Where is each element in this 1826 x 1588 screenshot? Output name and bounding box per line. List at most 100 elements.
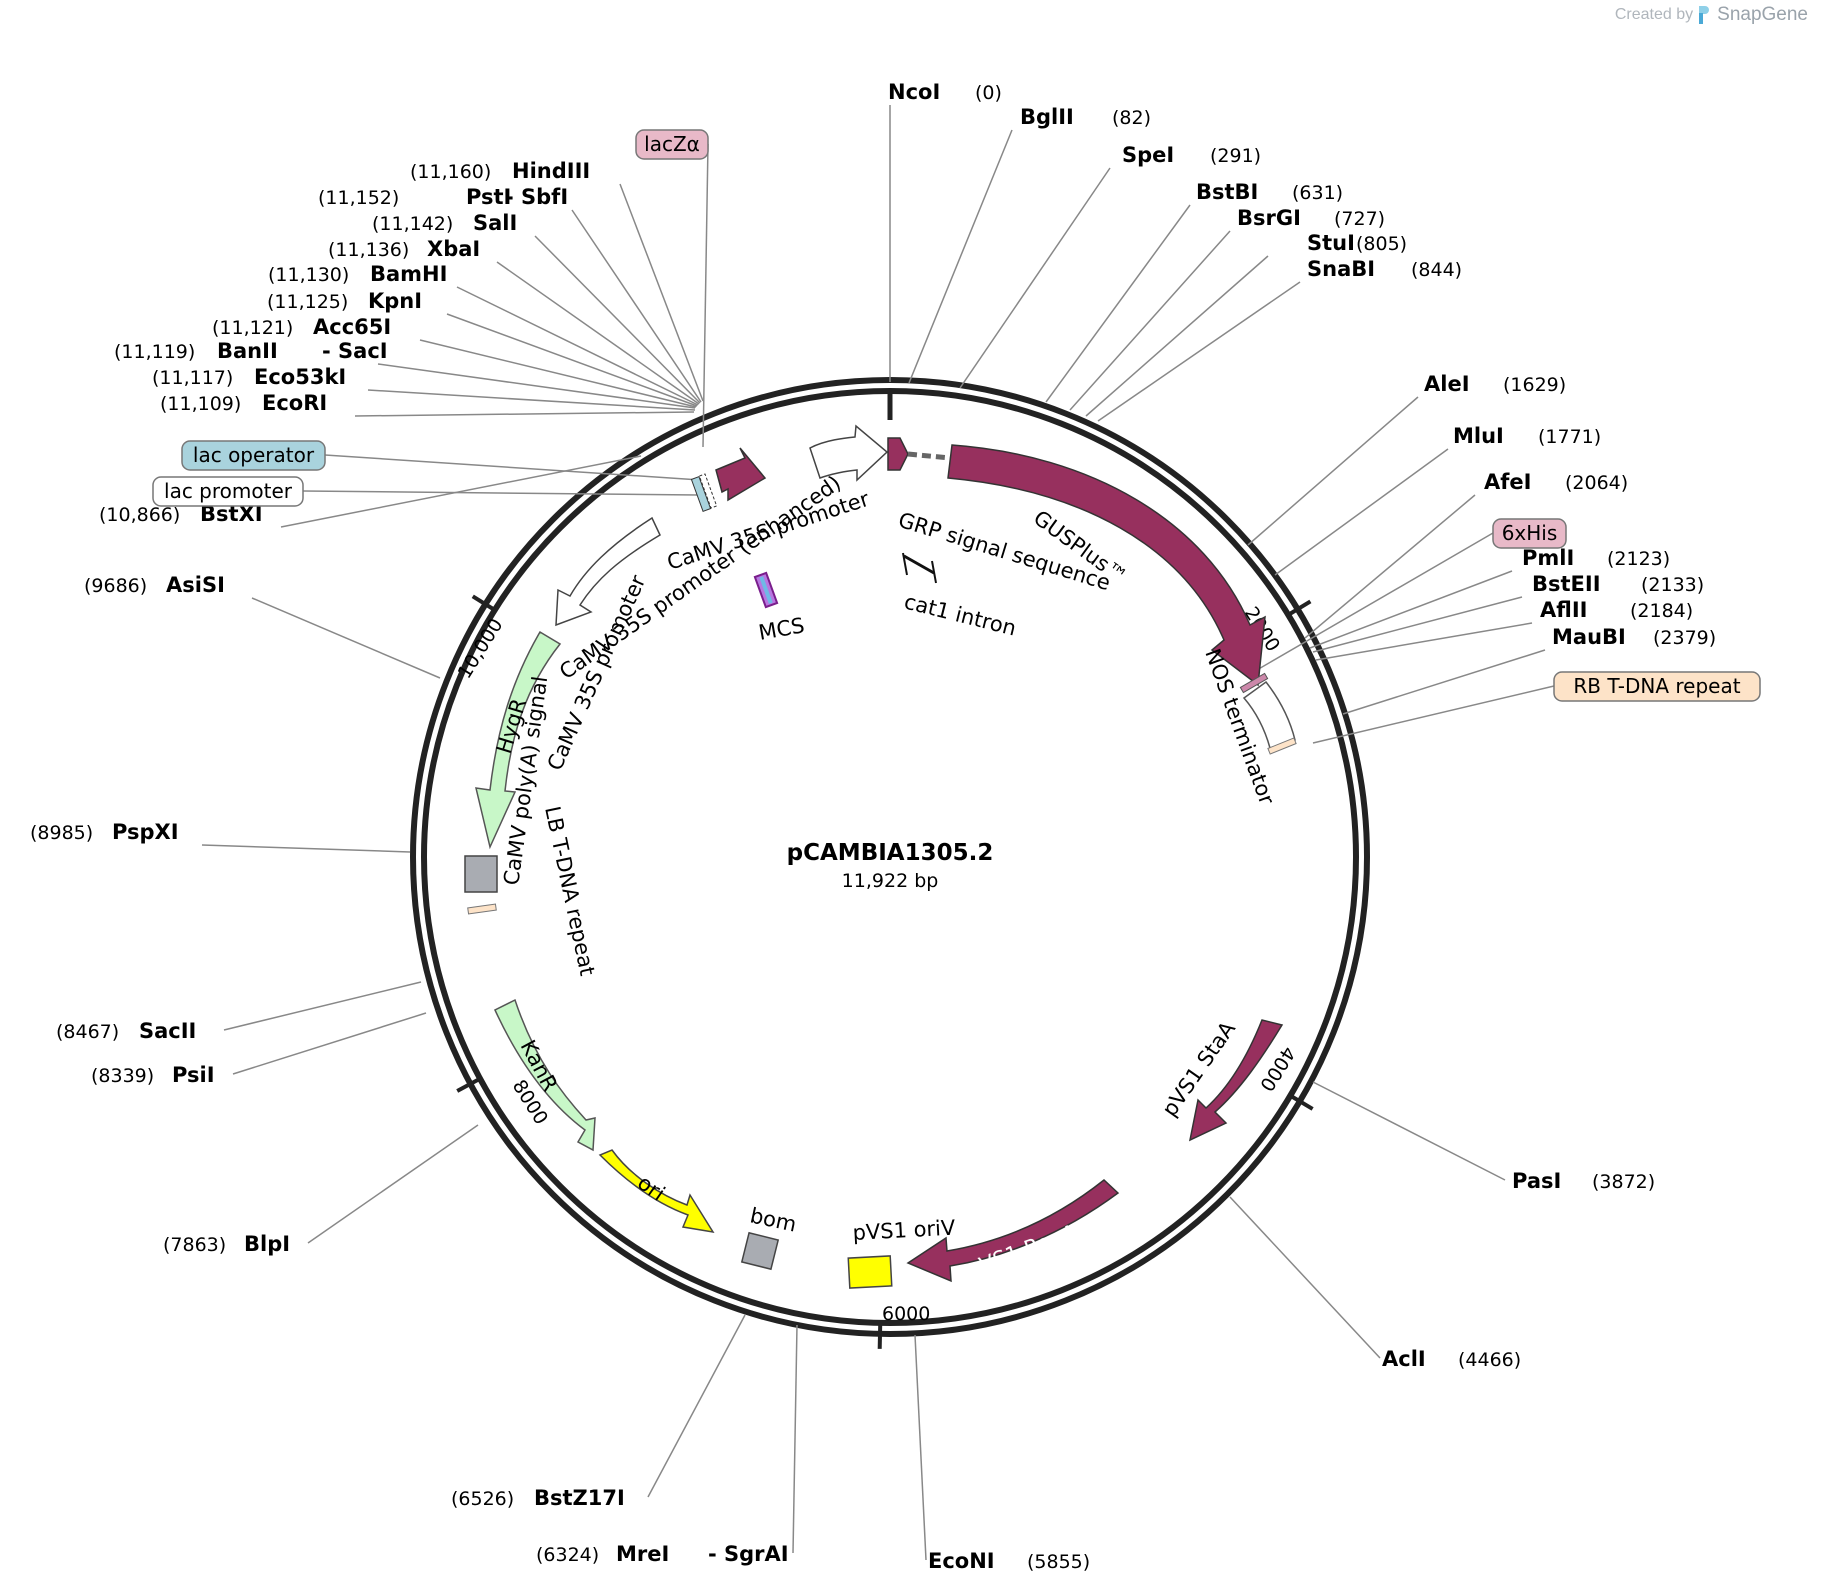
lb-tdna-marker [467,903,497,915]
scale-tick [1290,1094,1314,1111]
site-name: BanII [217,339,278,363]
site-leader-line [251,597,441,679]
site-leader-line [571,209,702,403]
feature-label-text: lac operator [193,443,315,467]
site-name: BlpI [244,1232,290,1256]
site-leader-line [354,411,695,417]
site-leader-line [1247,396,1419,546]
feature-label-text: lac promoter [164,479,293,503]
site-leader-line [619,183,704,402]
site-name: EcoNI [928,1549,995,1573]
site-name: AfeI [1484,470,1531,494]
site-position: (2379) [1653,627,1716,649]
plasmid-length: 11,922 bp [842,870,939,892]
credit-brand: SnapGene [1717,4,1808,25]
site-leader-line [914,1334,927,1561]
site-leader-line [1342,649,1546,715]
scale-tick [456,1077,480,1093]
feature-leader-line [324,454,701,481]
lac-stripes [690,473,718,512]
feature-leader-line [1312,685,1555,744]
site-leader-line [367,389,696,411]
site-leader-line [419,339,697,408]
hygr-arrow [475,630,562,850]
site-position: (291) [1210,145,1261,167]
site-leader-line [1274,448,1449,576]
feature-label-box [1553,671,1761,702]
site-name: BsrGI [1237,206,1301,230]
snapgene-logo-icon [1699,6,1711,24]
site-leader-line [1229,1196,1381,1359]
site-leader-line [307,1124,479,1244]
label-bom: bom [748,1203,799,1236]
bom-box [740,1231,780,1271]
site-leader-line [1085,255,1269,417]
site-position: (631) [1292,182,1343,204]
site-name: SalI [473,211,517,235]
boxed-feature-labels: lacZα lac operator lac promoter 6xHis RB T-D… [152,129,1761,744]
scale-tick [471,594,495,611]
site-leader-line [647,1314,746,1498]
rb-tdna-marker [1267,737,1297,755]
site-position: (82) [1112,107,1151,129]
site-leader-line [534,235,701,404]
site-position: (0) [975,82,1002,104]
site-leader-line [1309,570,1513,649]
site-leader-line [496,261,700,405]
feature-leader-line [1249,532,1494,675]
site-leader-line [908,129,1013,384]
site-leader-lines [201,105,1546,1561]
site-name: StuI [1307,231,1355,255]
site-leader-line [1069,230,1231,411]
site-position: (727) [1334,208,1385,230]
site-position: (4466) [1458,1349,1521,1371]
site-position: (10,866) [99,504,180,526]
site-position: (2133) [1641,574,1704,596]
label-lb-tdna-repeat: LB T-DNA repeat [540,804,599,978]
lacza-arrow [715,447,767,502]
site-position: (844) [1411,259,1462,281]
site-name: AflII [1540,598,1587,622]
site-position: (8467) [56,1021,119,1043]
pvs1-repa-arrow [906,1179,1120,1283]
site-position: (5855) [1027,1551,1090,1573]
site-leader-line [1097,281,1301,422]
backbone-inner-strand [421,388,1359,1326]
cat1-intron-marker [902,552,937,584]
site-name: MluI [1453,424,1504,448]
site-name: BstEII [1532,572,1601,596]
site-leader-line [1304,494,1476,639]
gusplus-arrow [947,444,1266,687]
site-leader-line [201,844,411,853]
site-name-secondary: - SacI [322,339,388,363]
camv-polya-box [464,855,498,893]
site-name: PsiI [172,1063,215,1087]
feature-label-text: RB T-DNA repeat [1573,674,1740,698]
site-name: BstBI [1196,180,1258,204]
site-position: (6526) [451,1488,514,1510]
site-name: SnaBI [1307,257,1375,281]
site-position: (805) [1356,233,1407,255]
site-position: (11,119) [114,341,195,363]
feature-label-text: 6xHis [1502,521,1558,545]
plasmid-name: pCAMBIA1305.2 [787,840,994,866]
site-name: KpnI [368,289,422,313]
site-leader-line [1312,596,1523,653]
label-mcs: MCS [757,613,807,645]
snapgene-credit: Created by SnapGene [1615,4,1808,26]
feature-label-box [152,476,304,507]
site-name-secondary: - SgrAI [708,1542,789,1566]
site-name: PmlI [1522,546,1574,570]
site-name: Acc65I [313,315,391,339]
site-name: AsiSI [166,573,225,597]
site-name-secondary: - SbfI [505,185,568,209]
feature-label-box [181,440,326,471]
feature-label-text: lacZα [644,132,700,156]
site-leader-line [232,1012,427,1075]
site-position: (11,130) [268,264,349,286]
feature-leader-line [702,143,709,448]
camv-35s-enhanced-arrow [555,516,661,627]
site-name: HindIII [512,159,590,183]
scale-tick [877,1324,883,1349]
